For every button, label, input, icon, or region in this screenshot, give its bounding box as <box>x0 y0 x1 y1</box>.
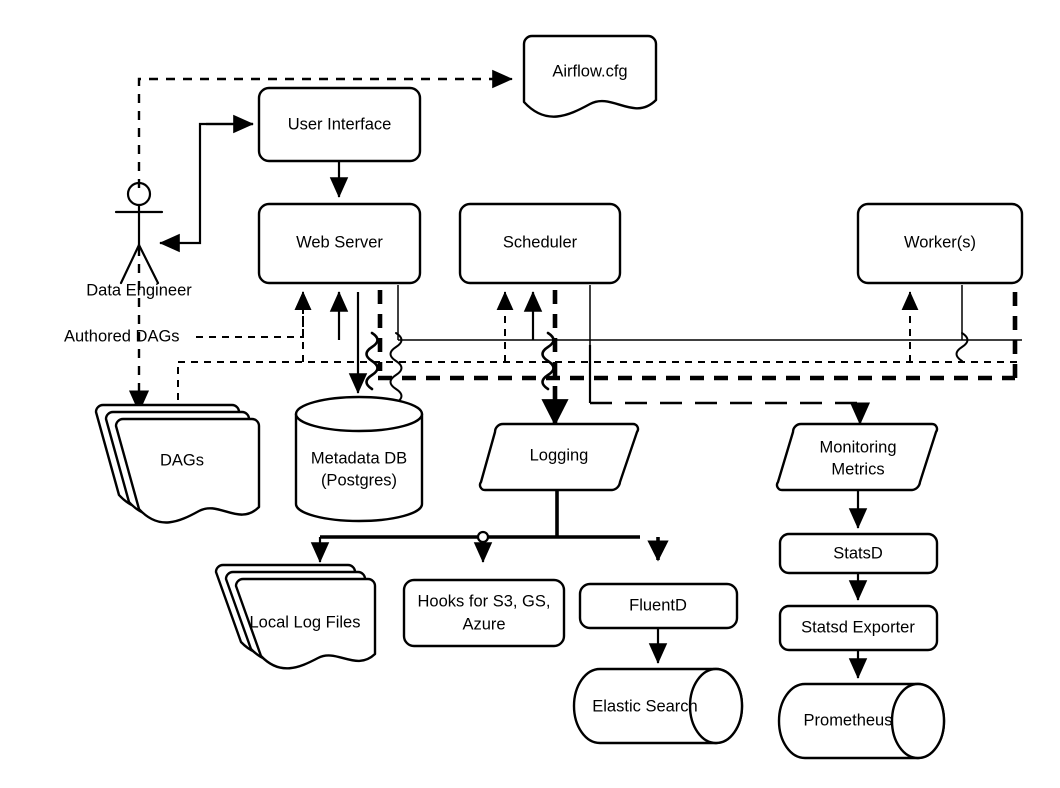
edge-lanes-to-scheduler <box>496 291 543 362</box>
node-monitoring-metrics[interactable]: Monitoring Metrics <box>775 422 939 492</box>
workers-label: Worker(s) <box>904 233 976 251</box>
node-local-log-files[interactable]: Local Log Files <box>214 563 377 670</box>
hooks-label-line1: Hooks for S3, GS, <box>418 592 551 610</box>
fluentd-label: FluentD <box>629 596 687 614</box>
edge-logging-distribution <box>310 490 669 563</box>
local-log-files-label: Local Log Files <box>250 613 361 631</box>
statsd-label: StatsD <box>833 544 883 562</box>
hooks-label-line2: Azure <box>462 615 505 633</box>
metadata-db-label-line2: (Postgres) <box>321 471 397 489</box>
node-statsd-exporter[interactable]: Statsd Exporter <box>778 604 939 652</box>
dags-label: DAGs <box>160 451 204 469</box>
metadata-db-label-line1: Metadata DB <box>311 449 407 467</box>
node-dags[interactable]: DAGs <box>94 403 261 524</box>
node-logging[interactable]: Logging <box>478 422 640 492</box>
node-statsd[interactable]: StatsD <box>778 532 939 575</box>
airflow-cfg-label: Airflow.cfg <box>552 62 627 80</box>
node-user-interface[interactable]: User Interface <box>257 86 422 163</box>
edge-authored-dags-to-webserver <box>196 291 312 338</box>
node-prometheus[interactable]: Prometheus <box>777 682 946 760</box>
web-server-label: Web Server <box>296 233 383 251</box>
edge-engineer-to-airflowcfg <box>137 69 513 188</box>
node-workers[interactable]: Worker(s) <box>856 202 1024 285</box>
data-engineer-label: Data Engineer <box>86 281 192 299</box>
monitoring-metrics-label-line2: Metrics <box>831 460 884 478</box>
lane-logging-thickdashed <box>378 290 1018 381</box>
node-data-engineer[interactable]: Data Engineer <box>86 181 192 299</box>
node-web-server[interactable]: Web Server <box>257 202 422 285</box>
authored-dags-label: Authored DAGs <box>64 327 180 345</box>
elastic-search-label: Elastic Search <box>592 697 697 715</box>
logging-label: Logging <box>530 446 589 464</box>
statsd-exporter-label: Statsd Exporter <box>801 618 915 636</box>
monitoring-metrics-label-line1: Monitoring <box>819 438 896 456</box>
lane-metrics-longdashed <box>588 345 860 405</box>
prometheus-label: Prometheus <box>804 711 893 729</box>
node-hooks[interactable]: Hooks for S3, GS, Azure <box>402 578 566 648</box>
scheduler-label: Scheduler <box>503 233 578 251</box>
node-fluentd[interactable]: FluentD <box>578 582 739 630</box>
user-interface-label: User Interface <box>288 115 392 133</box>
edge-webserver-metadata <box>329 291 368 394</box>
edge-ui-to-engineer <box>159 114 254 253</box>
node-airflow-cfg[interactable]: Airflow.cfg <box>522 34 658 118</box>
line-jumps <box>365 331 969 404</box>
node-elastic-search[interactable]: Elastic Search <box>572 667 744 745</box>
node-scheduler[interactable]: Scheduler <box>458 202 622 285</box>
node-metadata-db[interactable]: Metadata DB (Postgres) <box>294 395 424 523</box>
